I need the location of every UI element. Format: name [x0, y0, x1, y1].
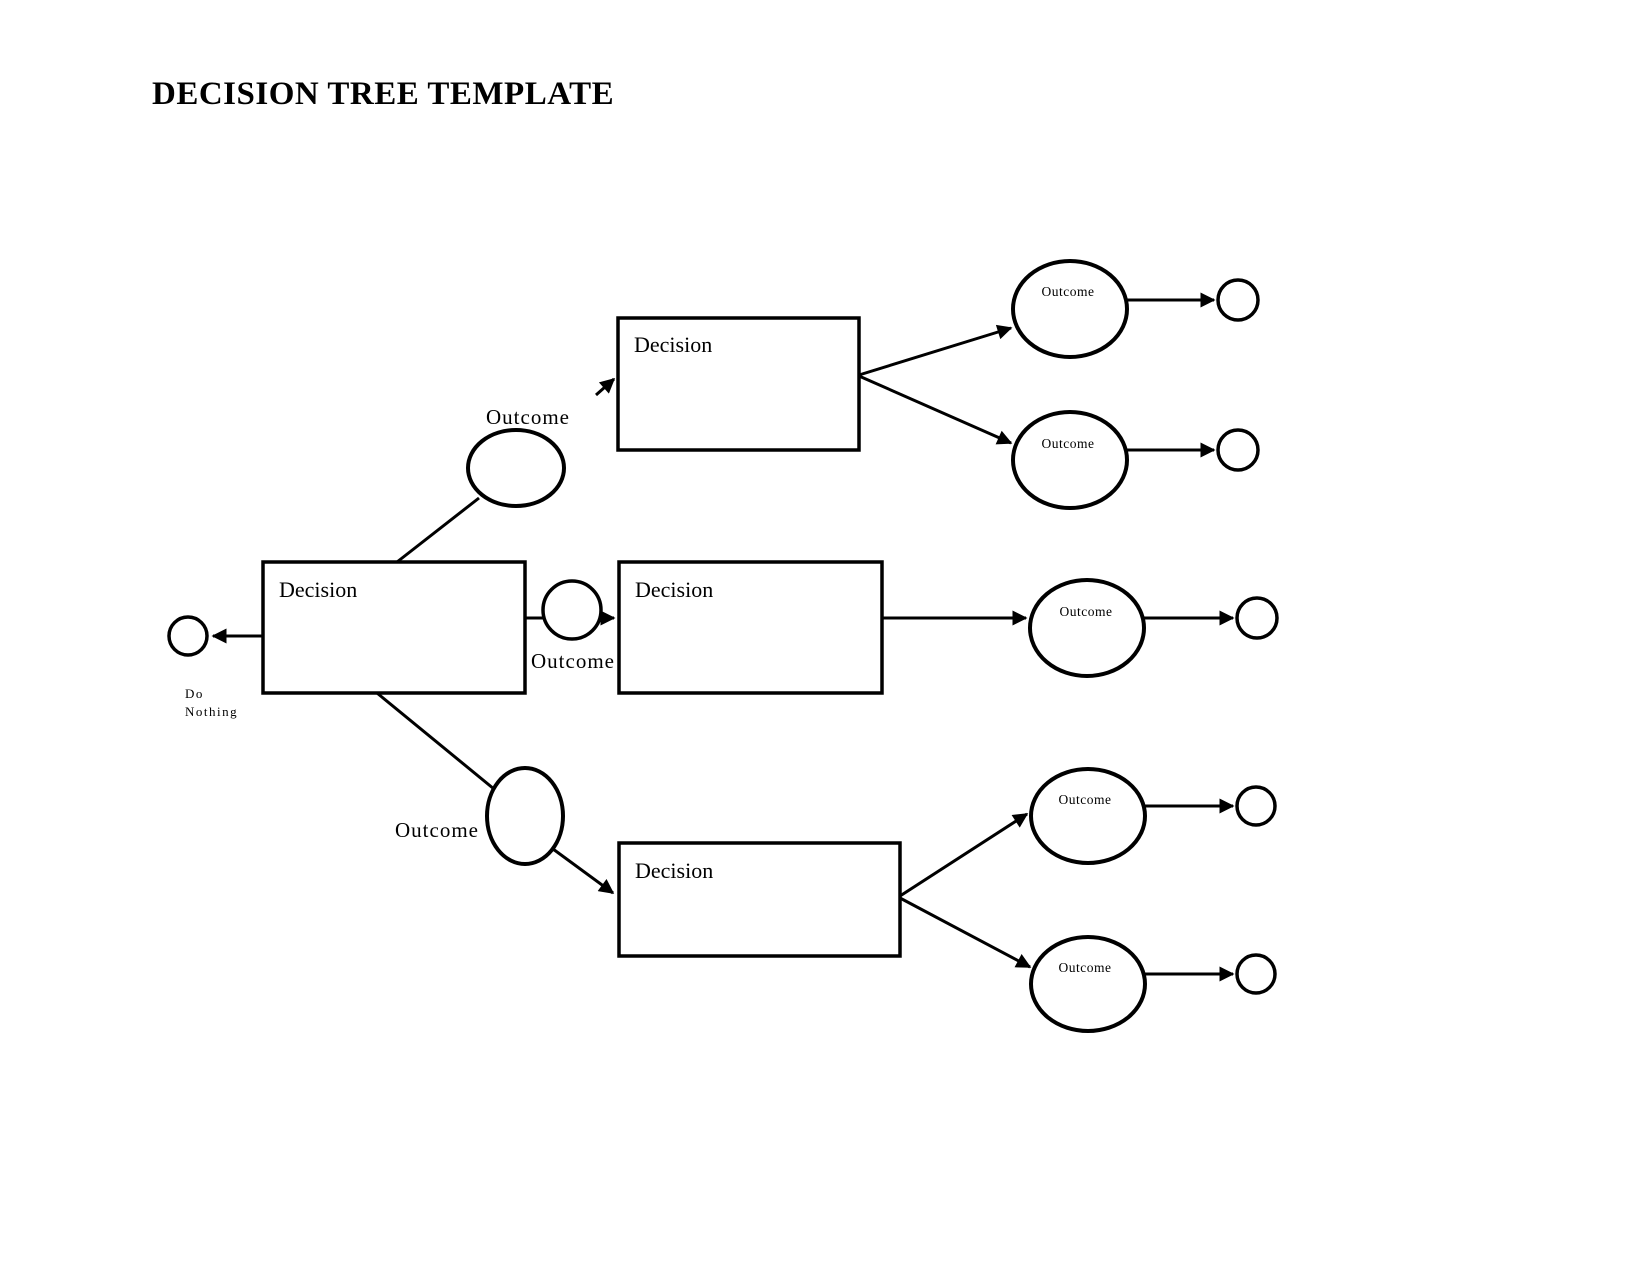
outcome-ellipse-top-1-label: Outcome	[1042, 284, 1095, 299]
do-nothing-label-line2: Nothing	[185, 704, 238, 719]
outcome-ellipse-top-1	[1011, 259, 1129, 359]
connector-root-to-top-outcome	[396, 496, 480, 564]
bottom-decision-box	[617, 841, 902, 958]
connector-top-decision-to-outcome-2	[858, 374, 1013, 445]
chance-node-circle-middle	[541, 579, 603, 641]
outcome-ellipse-middle-label: Outcome	[1060, 604, 1113, 619]
root-decision-label: Decision	[279, 577, 357, 602]
outcome-ellipse-top-branch	[466, 428, 566, 508]
middle-decision-label: Decision	[635, 577, 713, 602]
connector-root-to-bottom-outcome	[376, 691, 495, 791]
end-circle-top-1	[1216, 278, 1260, 322]
branch-label-outcome-middle: Outcome	[531, 649, 615, 673]
outcome-ellipse-bottom-1	[1029, 767, 1147, 865]
root-decision-box	[261, 560, 527, 695]
end-circle-bottom-2	[1235, 953, 1277, 995]
outcome-ellipse-top-2	[1011, 410, 1129, 510]
top-decision-box	[616, 316, 861, 452]
do-nothing-end-circle	[167, 615, 209, 657]
outcome-ellipse-middle	[1028, 578, 1146, 678]
end-circle-top-2	[1216, 428, 1260, 472]
connector-bottom-decision-to-outcome-2	[899, 896, 1032, 969]
outcome-ellipse-bottom-2-label: Outcome	[1059, 960, 1112, 975]
branch-label-outcome-bottom: Outcome	[395, 818, 479, 842]
outcome-ellipse-bottom-1-label: Outcome	[1059, 792, 1112, 807]
outcome-ellipse-top-2-label: Outcome	[1042, 436, 1095, 451]
end-circle-bottom-1	[1235, 785, 1277, 827]
outcome-ellipse-bottom-2	[1029, 935, 1147, 1033]
connector-bottom-outcome-to-bottom-decision	[552, 847, 615, 895]
connector-bottom-decision-to-outcome-1	[899, 812, 1029, 898]
middle-decision-box	[617, 560, 884, 695]
do-nothing-label-line1: Do	[185, 686, 204, 701]
bottom-decision-label: Decision	[635, 858, 713, 883]
outcome-ellipse-bottom-branch	[485, 766, 565, 866]
connector-top-decision-to-outcome-1	[858, 324, 1013, 377]
branch-label-outcome-top: Outcome	[486, 405, 570, 429]
top-decision-label: Decision	[634, 332, 712, 357]
connector-top-outcome-to-top-decision	[595, 377, 616, 397]
page-title: DECISION TREE TEMPLATE	[152, 76, 614, 112]
end-circle-middle	[1235, 596, 1279, 640]
